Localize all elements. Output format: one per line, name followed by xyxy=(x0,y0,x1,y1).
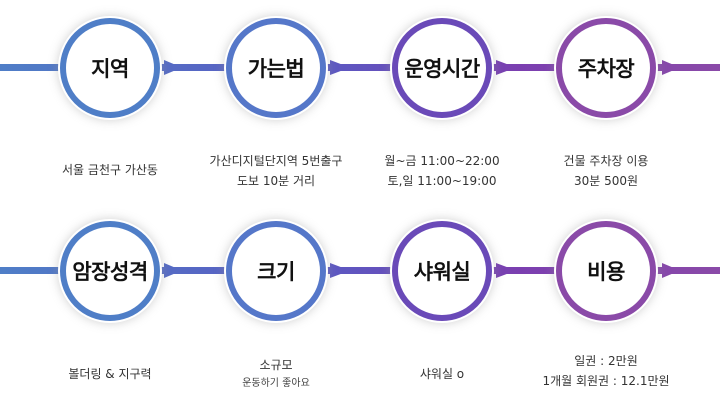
circle-label: 샤워실 xyxy=(413,260,471,284)
circle-label: 지역 xyxy=(91,57,129,81)
desc-line: 가산디지털단지역 5번출구 xyxy=(209,154,343,168)
desc-region: 서울 금천구 가산동 xyxy=(25,160,195,180)
arrow-2-2 xyxy=(330,263,350,278)
desc-line: 토,일 11:00~19:00 xyxy=(387,174,497,188)
circle-hours: 운영시간 xyxy=(392,18,492,118)
circle-gym-type: 암장성격 xyxy=(60,221,160,321)
desc-line: 월~금 11:00~22:00 xyxy=(384,154,500,168)
desc-hours: 월~금 11:00~22:00 토,일 11:00~19:00 xyxy=(357,151,527,191)
desc-line: 30분 500원 xyxy=(573,174,639,188)
band-row-1 xyxy=(0,64,720,71)
circle-label: 가는법 xyxy=(247,57,305,81)
desc-line: 1개월 회원권 : 12.1만원 xyxy=(542,374,670,388)
arrow-2-4 xyxy=(662,263,680,278)
arrow-2-3 xyxy=(496,263,516,278)
circle-label: 비용 xyxy=(587,260,625,284)
circle-cost: 비용 xyxy=(556,221,656,321)
band-row-2 xyxy=(0,267,720,274)
circle-label: 운영시간 xyxy=(404,57,480,81)
desc-line: 도보 10분 거리 xyxy=(236,174,316,188)
desc-shower: 샤워실 o xyxy=(357,364,527,384)
circle-label: 암장성격 xyxy=(72,260,148,284)
circle-shower: 샤워실 xyxy=(392,221,492,321)
circle-label: 크기 xyxy=(257,260,295,284)
desc-line: 샤워실 o xyxy=(419,367,465,381)
circle-parking: 주차장 xyxy=(556,18,656,118)
desc-directions: 가산디지털단지역 5번출구 도보 10분 거리 xyxy=(191,151,361,191)
desc-line: 일권 : 2만원 xyxy=(574,354,638,368)
desc-line: 건물 주차장 이용 xyxy=(563,154,649,168)
arrow-1-4 xyxy=(662,60,680,75)
circle-label: 주차장 xyxy=(577,57,635,81)
circle-size: 크기 xyxy=(226,221,326,321)
arrow-1-3 xyxy=(496,60,516,75)
arrow-2-1 xyxy=(164,263,182,278)
arrow-1-1 xyxy=(164,60,182,75)
circle-region: 지역 xyxy=(60,18,160,118)
desc-line: 볼더링 & 지구력 xyxy=(68,367,152,381)
circle-directions: 가는법 xyxy=(226,18,326,118)
arrow-1-2 xyxy=(330,60,350,75)
desc-cost: 일권 : 2만원 1개월 회원권 : 12.1만원 xyxy=(521,351,691,391)
desc-gym-type: 볼더링 & 지구력 xyxy=(25,364,195,384)
desc-line: 운동하기 좋아요 xyxy=(242,378,310,389)
desc-line: 소규모 xyxy=(259,358,293,372)
desc-size: 소규모 운동하기 좋아요 xyxy=(191,355,361,393)
desc-line: 서울 금천구 가산동 xyxy=(62,163,158,177)
desc-parking: 건물 주차장 이용 30분 500원 xyxy=(521,151,691,191)
